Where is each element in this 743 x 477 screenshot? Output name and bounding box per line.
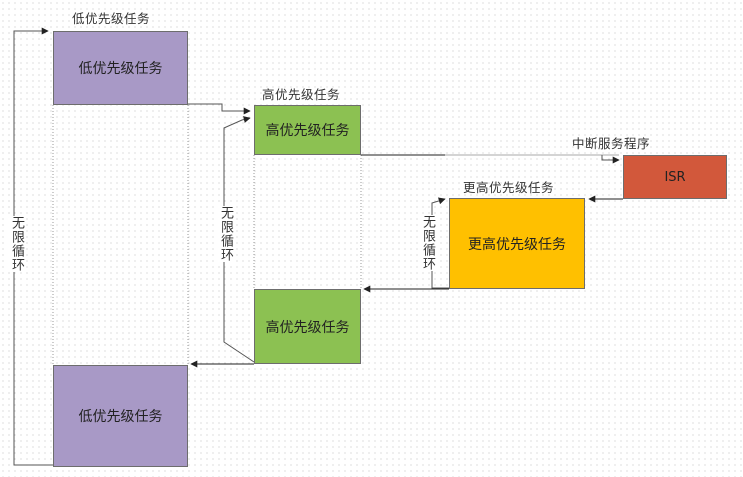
low-to-high-arrow [188, 103, 251, 115]
outer-loop-label: 无限循环 [7, 216, 26, 272]
high-task-top-box: 高优先级任务 [254, 105, 361, 155]
low-task-bottom-box: 低优先级任务 [53, 365, 188, 467]
isr-box: ISR [623, 155, 727, 199]
higher-task-caption: 更高优先级任务 [463, 180, 555, 195]
isr-caption: 中断服务程序 [572, 136, 651, 151]
high-task-caption: 高优先级任务 [262, 87, 341, 102]
high-task-bottom-box: 高优先级任务 [254, 289, 361, 364]
inner-loop-label: 无限循环 [418, 215, 437, 271]
higher-task-box: 更高优先级任务 [449, 198, 585, 289]
low-task-top-box: 低优先级任务 [53, 31, 188, 105]
middle-loop-label: 无限循环 [216, 206, 235, 262]
isr-entry-arrow [601, 155, 620, 164]
low-task-caption: 低优先级任务 [72, 11, 151, 26]
